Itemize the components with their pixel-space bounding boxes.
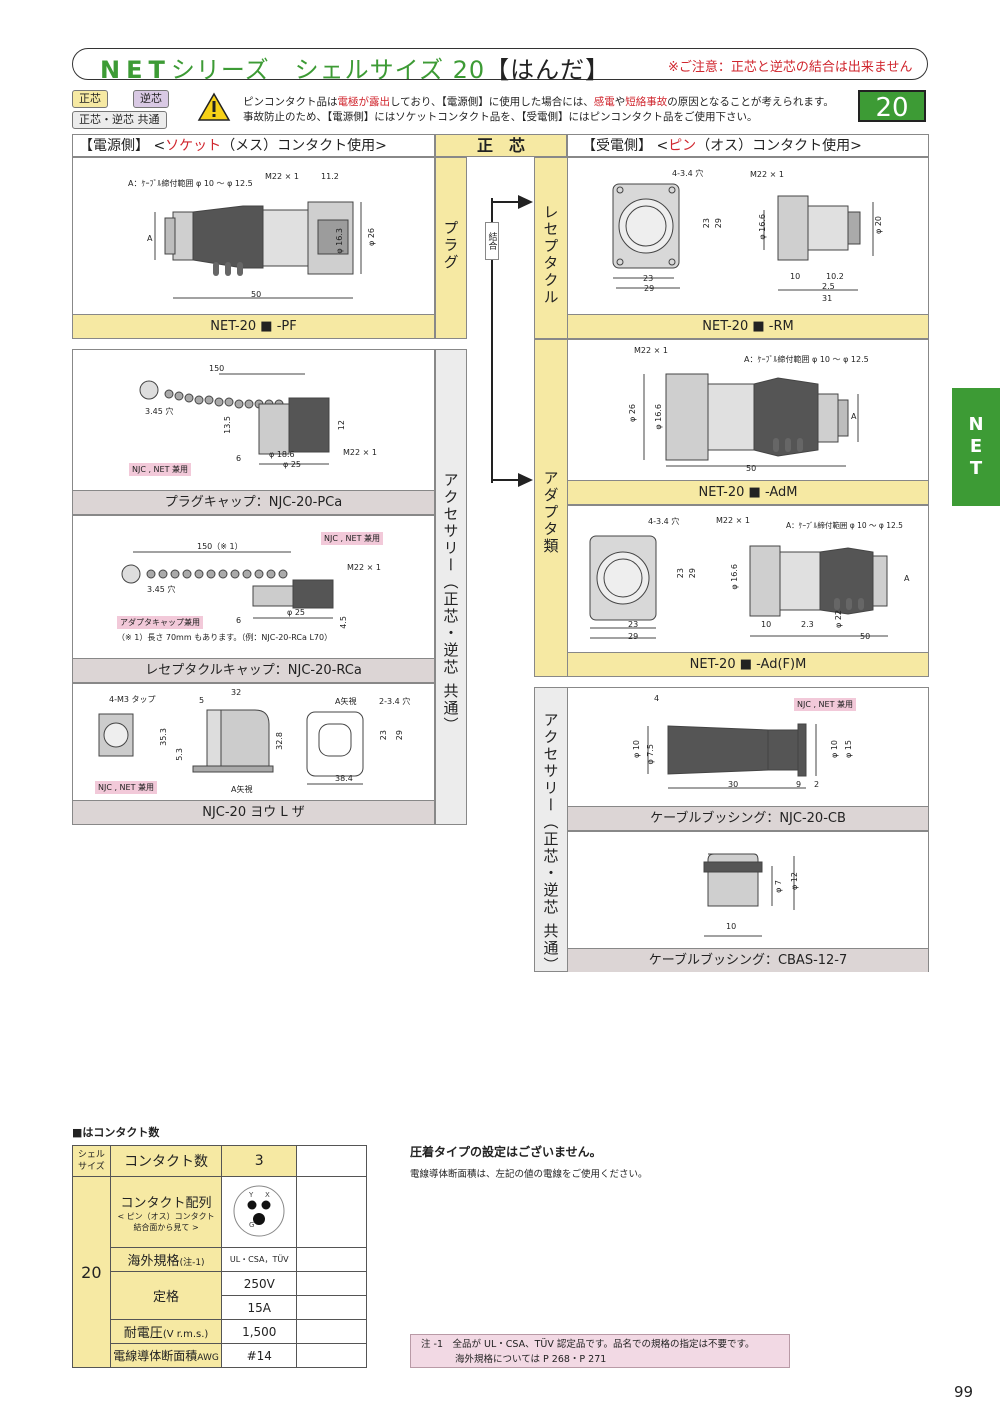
- panel-adfm: 4-3.4 穴 M22 × 1 A：ｹｰﾌﾞﾙ締付範囲 φ 10 ～ φ 12.…: [567, 505, 929, 677]
- pf-drawing: [154, 201, 362, 299]
- page-number: 99: [954, 1383, 974, 1401]
- rating-current: 15A: [221, 1295, 298, 1320]
- title-frame: [72, 48, 928, 80]
- panel-rm: 4-3.4 穴 M22 × 1 23 29 23 29 φ 16.6 φ 20 …: [567, 157, 929, 339]
- caption-pca: プラグキャップ：NJC-20-PCa: [73, 490, 434, 514]
- rating-voltage: 250V: [221, 1271, 298, 1296]
- header-load-side: 【受電側】 <ピン（オス）コンタクト使用>: [567, 134, 929, 157]
- cb-drawing: [647, 723, 817, 789]
- overseas-value: UL・CSA，TÜV: [221, 1247, 298, 1272]
- panel-cb: 4 NJC , NET 兼用 φ 10 φ 7.5 φ 10 φ 15 30 9…: [567, 687, 929, 831]
- panel-cbas: φ 7 φ 12 10 ケーブルブッシング：CBAS-12-7: [567, 831, 929, 972]
- contact-count-value: 3: [221, 1145, 298, 1177]
- adfm-drawing: [589, 535, 888, 639]
- spec-table: シェル サイズ コンタクト数 3 20 コンタクト配列 < ピン（オス）コンタク…: [72, 1145, 367, 1368]
- crimp-body: 電線導体断面積は、左記の値の電線をご使用ください。: [410, 1169, 648, 1180]
- tag-gyakushin: 逆芯: [133, 90, 169, 108]
- tag-common: 正芯・逆芯 共通: [72, 111, 167, 129]
- arrangement-diagram: Y X G: [221, 1176, 298, 1248]
- label-couple: 結合: [485, 222, 499, 260]
- shell-size-value: 20: [72, 1176, 111, 1368]
- arrow-right-icon: [518, 473, 533, 487]
- shell-size-header: シェル サイズ: [72, 1145, 111, 1177]
- warning-icon: [197, 92, 231, 121]
- arrangement-label: コンタクト配列 < ピン（オス）コンタクト 結合面から見て >: [109, 1176, 223, 1248]
- caption-yoza: NJC-20 ヨウ L ザ: [73, 800, 434, 824]
- pin-label: Y: [248, 1191, 254, 1199]
- pin-arrangement-icon: Y X G: [233, 1185, 285, 1236]
- label-accessory-right: アクセサリー（正芯・逆芯 共通）: [534, 687, 568, 974]
- pin-label: G: [249, 1221, 254, 1229]
- page-title: NETシリーズ シェルサイズ 20【はんだ】: [100, 56, 611, 84]
- caption-adfm: NET-20 ■ -Ad(F)M: [568, 652, 928, 676]
- panel-pf: A：ｹｰﾌﾞﾙ締付範囲 φ 10 ～ φ 12.5 M22 × 1 11.2 φ…: [72, 157, 435, 339]
- shell-size-box: 20: [858, 90, 926, 123]
- label-accessory-left: アクセサリー（正芯・逆芯 共通）: [435, 349, 467, 825]
- panel-pca: 150 3.45 穴 13.5 6 φ 18.6 φ 25 12 M22 × 1…: [72, 349, 435, 515]
- warning-text: ピンコンタクト品は電極が露出しており、【電源側】に使用した場合には、感電や短絡事…: [243, 96, 834, 123]
- arrow-right-icon: [518, 195, 533, 209]
- awg-label: 電線導体断面積AWG: [109, 1343, 223, 1368]
- label-receptacle: レセプタクル: [534, 157, 568, 339]
- awg-value: #14: [221, 1343, 298, 1368]
- label-plug: プラグ: [435, 157, 467, 339]
- caption-rm: NET-20 ■ -RM: [568, 314, 928, 338]
- yoza-drawing: [98, 709, 364, 785]
- label-adapter: アダプタ類: [534, 339, 568, 677]
- panel-adm: M22 × 1 A：ｹｰﾌﾞﾙ締付範囲 φ 10 ～ φ 12.5 φ 26 φ…: [567, 339, 929, 505]
- rca-drawing: [121, 551, 334, 619]
- panel-yoza: 4-M3 タップ 5 32 35.3 5.3 32.8 A矢視 A矢視 2-3.…: [72, 683, 435, 825]
- caption-pf: NET-20 ■ -PF: [73, 314, 434, 338]
- tag-seishin: 正芯: [72, 90, 108, 108]
- caption-adm: NET-20 ■ -AdM: [568, 480, 928, 504]
- caption-cbas: ケーブルブッシング：CBAS-12-7: [568, 948, 928, 972]
- contact-count-legend: ■はコンタクト数: [72, 1126, 160, 1139]
- header-source-side: 【電源側】 <ソケット（メス）コンタクト使用>: [72, 134, 435, 157]
- caution-note: ※ご注意：正芯と逆芯の結合は出来ません: [668, 60, 913, 75]
- header-seishin: 正 芯: [435, 134, 567, 157]
- panel-rca: NJC , NET 兼用 150（※ 1） 3.45 穴 M22 × 1 φ 2…: [72, 515, 435, 683]
- caption-cb: ケーブルブッシング：NJC-20-CB: [568, 806, 928, 830]
- withstand-value: 1,500: [221, 1319, 298, 1344]
- cbas-drawing: [703, 853, 795, 937]
- rating-label: 定格: [109, 1271, 223, 1320]
- rm-drawing: [612, 183, 874, 291]
- caption-rca: レセプタクルキャップ：NJC-20-RCa: [73, 658, 434, 682]
- crimp-title: 圧着タイプの設定はございません。: [410, 1145, 602, 1159]
- pin-label: X: [265, 1191, 270, 1199]
- contact-count-label: コンタクト数: [109, 1145, 223, 1177]
- coupling-line: [491, 198, 493, 483]
- withstand-label: 耐電圧(V r.m.s.): [109, 1319, 223, 1344]
- adm-drawing: [643, 373, 859, 467]
- note-1-box: 注 -1 全品が UL・CSA、TÜV 認定品です。品名での規格の指定は不要です…: [410, 1334, 790, 1368]
- pca-drawing: [139, 373, 330, 465]
- overseas-label: 海外規格(注-1): [109, 1247, 223, 1272]
